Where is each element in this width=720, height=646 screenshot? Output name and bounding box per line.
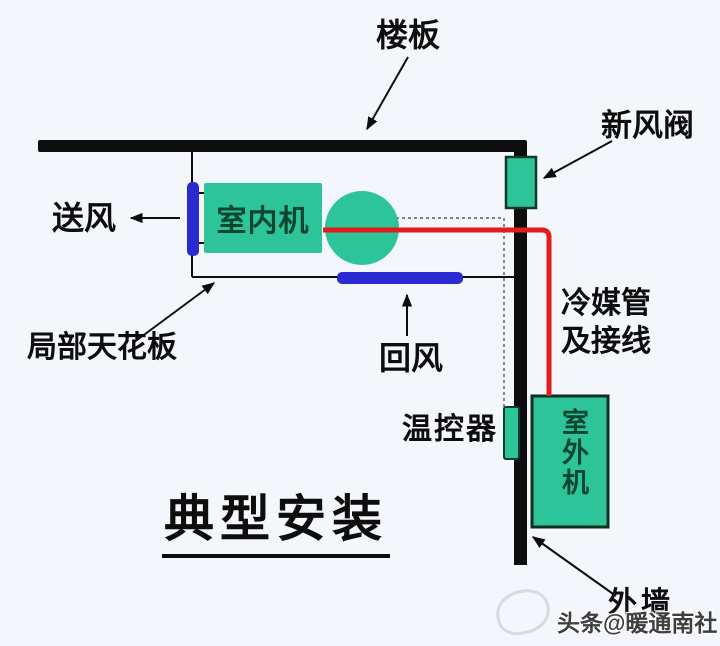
refrigerant-label-line1: 冷媒管 (561, 287, 651, 320)
supply-air-label: 送风 (52, 200, 117, 236)
watermark-text: 头条@暖通南社 (557, 610, 718, 636)
outdoor-unit-label: 室外机 (558, 408, 588, 498)
supply-diffuser (187, 182, 199, 256)
partial-ceiling-arrow (132, 282, 216, 344)
indoor-unit-body (204, 183, 322, 253)
diagram-title: 典型安装 (162, 479, 390, 558)
indoor-unit-label: 室内机 (216, 205, 310, 238)
partial-ceiling-label: 局部天花板 (27, 331, 177, 364)
exterior-wall-arrow (531, 536, 617, 597)
outdoor-unit-body (530, 394, 610, 529)
return-air-label: 回风 (379, 340, 444, 376)
floor-slab (38, 140, 527, 152)
fresh-air-valve-label: 新风阀 (601, 108, 694, 143)
fresh-air-valve-arrow (542, 140, 613, 179)
fresh-air-valve (504, 155, 538, 210)
dashed-control-line (396, 217, 505, 407)
refrigerant-label: 冷媒管 及接线 (561, 285, 651, 361)
floor-slab-arrow (366, 56, 409, 131)
floor-slab-label: 楼板 (376, 17, 441, 53)
thermostat-label: 温控器 (402, 413, 498, 446)
exterior-wall-label: 外墙 (608, 587, 675, 619)
thermostat (503, 406, 520, 460)
return-grille (337, 272, 463, 284)
refrigerant-pipe (323, 227, 552, 396)
refrigerant-label-line2: 及接线 (561, 325, 651, 358)
